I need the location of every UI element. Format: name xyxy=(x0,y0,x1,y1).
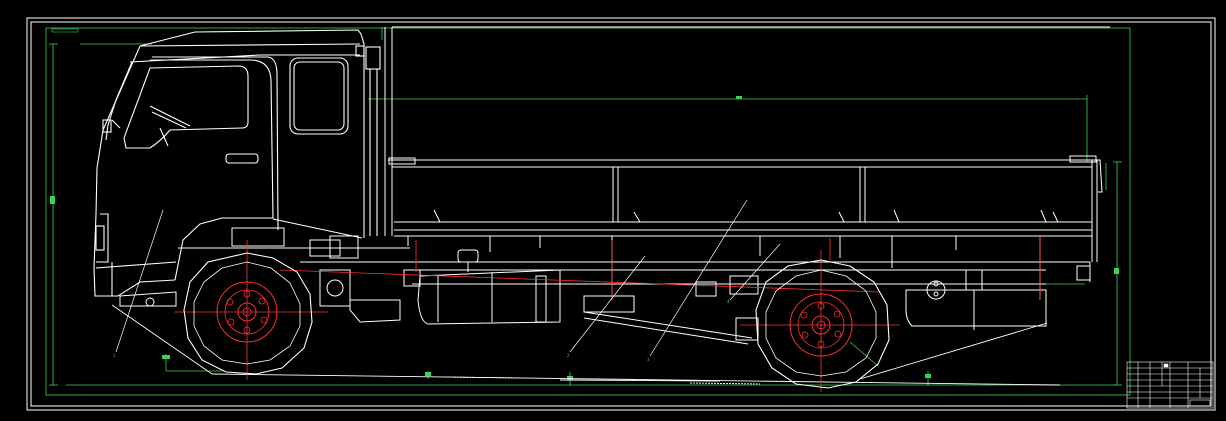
title-block xyxy=(1126,361,1214,409)
departure-angle-line xyxy=(859,322,1048,380)
leader-line-2 xyxy=(569,255,646,353)
leader-line-1 xyxy=(115,209,164,353)
rear-cab-window xyxy=(289,57,349,135)
sheet-inner-frame xyxy=(30,21,1212,407)
front-wheel xyxy=(183,252,313,375)
spare-tire xyxy=(905,289,1047,327)
gearbox xyxy=(349,299,401,323)
ground-line xyxy=(211,373,1061,386)
cab-front-profile xyxy=(93,45,176,297)
exhaust-top xyxy=(365,46,381,70)
leader-labels: 1 2 3 4 xyxy=(113,299,730,362)
cab-roof xyxy=(139,29,365,238)
fuel-tank xyxy=(417,269,561,325)
chassis xyxy=(119,227,1047,345)
front-spring-hanger xyxy=(319,269,351,307)
leader-line-3 xyxy=(649,199,748,357)
leader-lines xyxy=(115,199,781,357)
cargo-body xyxy=(384,26,1110,300)
rear-wheel xyxy=(755,259,890,389)
front-bumper xyxy=(119,291,177,307)
leader-label-3: 3 xyxy=(647,357,650,362)
sheet-outer-frame xyxy=(26,17,1216,411)
cab-door-window xyxy=(123,65,249,149)
approach-angle-line xyxy=(111,304,213,375)
leader-label-2: 2 xyxy=(567,353,570,358)
departure-angle-radius xyxy=(849,341,879,367)
engine-mount xyxy=(309,239,341,257)
sheet-corner-tag xyxy=(51,28,79,33)
dimension-ticks xyxy=(50,96,1119,380)
layout-border xyxy=(45,27,1131,396)
rear-spring-hanger xyxy=(729,275,759,295)
drive-shaft xyxy=(583,311,753,339)
ground-and-angle-lines xyxy=(111,304,1061,386)
mirror xyxy=(102,119,112,133)
battery-box xyxy=(231,227,285,247)
leader-label-4: 4 xyxy=(727,299,730,304)
cab-door xyxy=(150,59,274,281)
door-handle xyxy=(225,153,259,164)
leader-label-1: 1 xyxy=(113,353,116,358)
propeller-spring xyxy=(583,295,635,313)
truck-cab xyxy=(93,29,381,297)
leader-line-4 xyxy=(729,243,781,301)
